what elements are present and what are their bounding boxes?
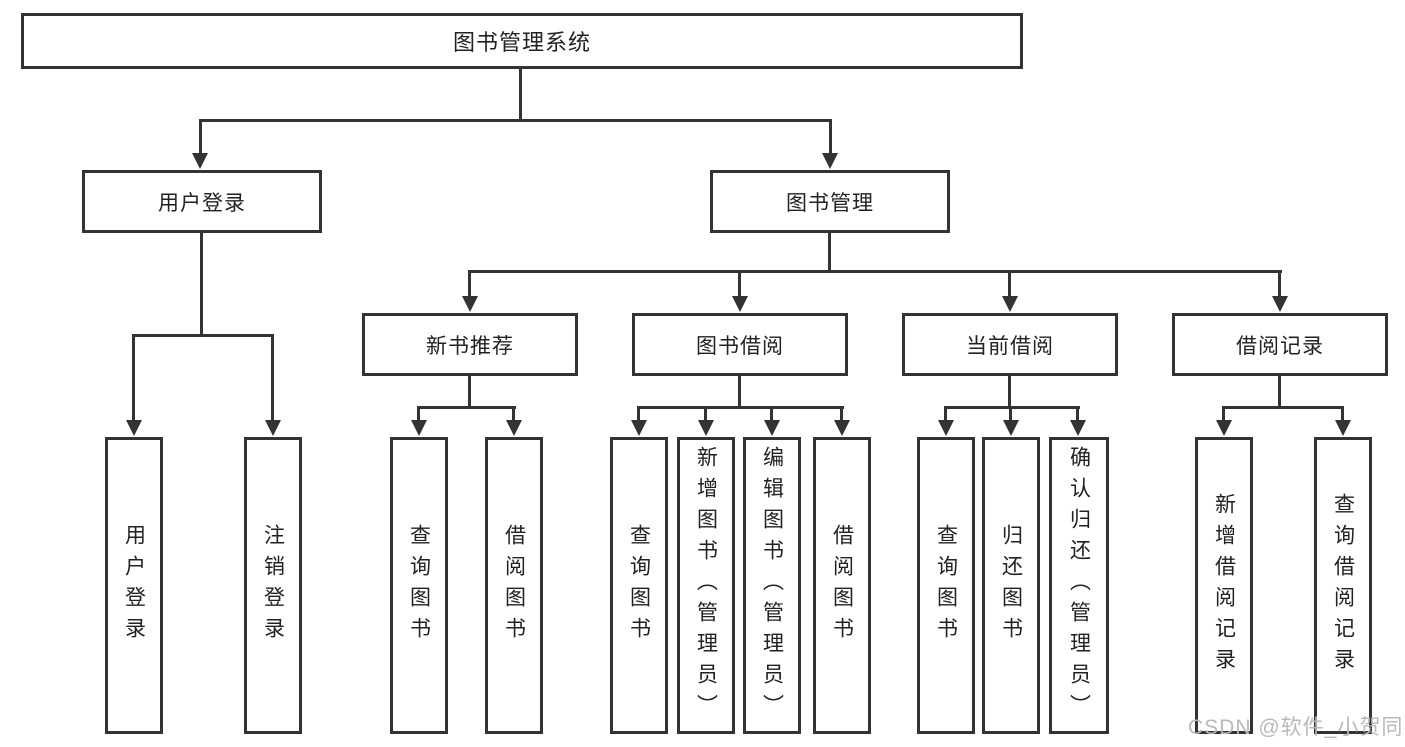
connector-line [199,119,832,122]
connector-line [519,69,522,119]
connector-line [1076,406,1079,420]
connector-line [637,406,640,420]
arrowhead-icon [698,420,714,436]
leaf-borrow-book-recommend-label: 借阅图书 [502,523,526,648]
connector-line [1341,406,1344,420]
connector-line [770,406,773,420]
arrowhead-icon [1002,296,1018,312]
leaf-edit-book-admin-label: 编辑图书（管理员） [760,446,784,725]
arrowhead-icon [732,296,748,312]
connector-line [738,376,741,406]
connector-line [468,270,1282,273]
leaf-add-book-admin-label: 新增图书（管理员） [694,446,718,725]
node-user-login-label: 用户登录 [158,191,246,215]
node-new-book-recommend-label: 新书推荐 [426,334,514,358]
arrowhead-icon [192,153,208,169]
connector-line [829,119,832,153]
node-borrowing-records: 借阅记录 [1172,313,1388,376]
connector-line [944,406,947,420]
arrowhead-icon [1070,420,1086,436]
leaf-user-login-label: 用户登录 [122,523,146,648]
leaf-query-book-borrowing-label: 查询图书 [627,523,651,648]
arrowhead-icon [1335,420,1351,436]
connector-line [417,406,516,409]
arrowhead-icon [1003,420,1019,436]
node-book-management: 图书管理 [710,170,950,233]
arrowhead-icon [1216,420,1232,436]
leaf-confirm-return-admin-label: 确认归还（管理员） [1067,446,1091,725]
leaf-query-book-recommend: 查询图书 [390,437,448,734]
connector-line [512,406,515,420]
connector-line [1008,270,1011,296]
arrowhead-icon [938,420,954,436]
node-new-book-recommend: 新书推荐 [362,313,578,376]
arrowhead-icon [265,420,281,436]
connector-line [828,233,831,270]
node-current-borrowing-label: 当前借阅 [966,334,1054,358]
connector-line [132,334,274,337]
arrowhead-icon [411,420,427,436]
connector-line [738,270,741,296]
arrowhead-icon [631,420,647,436]
leaf-query-borrow-record-label: 查询借阅记录 [1331,492,1355,679]
leaf-return-book-label: 归还图书 [999,523,1023,648]
node-library-system-label: 图书管理系统 [452,30,591,55]
leaf-user-login: 用户登录 [105,437,163,734]
leaf-logout-label: 注销登录 [261,523,285,648]
connector-line [468,376,471,406]
leaf-add-book-admin: 新增图书（管理员） [677,437,735,734]
connector-line [468,270,471,296]
connector-line [944,406,1080,409]
leaf-logout: 注销登录 [244,437,302,734]
arrowhead-icon [1272,296,1288,312]
node-book-borrowing: 图书借阅 [632,313,848,376]
node-library-system: 图书管理系统 [21,13,1023,69]
leaf-edit-book-admin: 编辑图书（管理员） [743,437,801,734]
arrowhead-icon [822,153,838,169]
leaf-query-book-borrowing: 查询图书 [610,437,668,734]
leaf-add-borrow-record-label: 新增借阅记录 [1212,492,1236,679]
connector-line [199,119,202,153]
node-book-borrowing-label: 图书借阅 [696,334,784,358]
leaf-return-book: 归还图书 [982,437,1040,734]
leaf-query-book-current: 查询图书 [917,437,975,734]
node-borrowing-records-label: 借阅记录 [1236,334,1324,358]
connector-line [1222,406,1344,409]
connector-line [704,406,707,420]
arrowhead-icon [834,420,850,436]
connector-line [840,406,843,420]
leaf-query-book-current-label: 查询图书 [934,523,958,648]
leaf-add-borrow-record: 新增借阅记录 [1195,437,1253,734]
connector-line [417,406,420,420]
leaf-borrow-book: 借阅图书 [813,437,871,734]
connector-line [1009,406,1012,420]
leaf-borrow-book-recommend: 借阅图书 [485,437,543,734]
connector-line [1278,376,1281,406]
connector-line [1278,270,1281,296]
connector-line [1008,376,1011,406]
arrowhead-icon [506,420,522,436]
leaf-confirm-return-admin: 确认归还（管理员） [1049,437,1109,734]
arrowhead-icon [764,420,780,436]
connector-line [132,334,135,420]
csdn-watermark: CSDN @软件_小贺同学 [1188,716,1405,739]
leaf-query-book-recommend-label: 查询图书 [407,523,431,648]
connector-line [637,406,844,409]
connector-line [200,233,203,334]
arrowhead-icon [126,420,142,436]
arrowhead-icon [462,296,478,312]
leaf-query-borrow-record: 查询借阅记录 [1314,437,1372,734]
node-current-borrowing: 当前借阅 [902,313,1118,376]
node-book-management-label: 图书管理 [786,191,874,215]
connector-line [1222,406,1225,420]
node-user-login: 用户登录 [82,170,322,233]
leaf-borrow-book-label: 借阅图书 [830,523,854,648]
connector-line [271,334,274,420]
